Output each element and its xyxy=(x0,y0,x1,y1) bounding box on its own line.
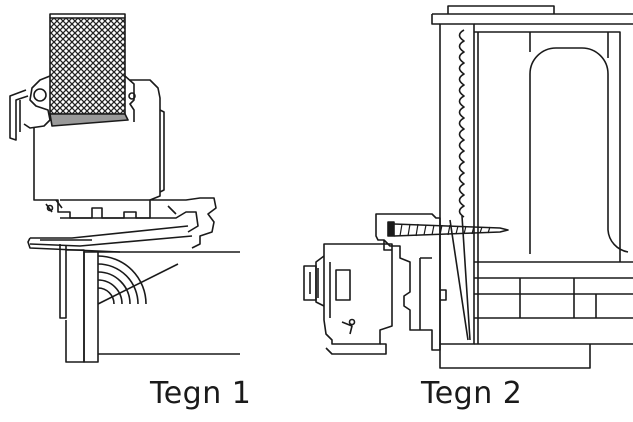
glass-edge xyxy=(49,13,126,18)
glazing-bead-left xyxy=(23,75,51,129)
sealant-strip xyxy=(49,113,129,127)
top-cap xyxy=(447,5,555,14)
glass-pane xyxy=(49,17,126,115)
sash-profile xyxy=(323,243,393,345)
sill-flashing xyxy=(27,225,193,253)
inner-frame xyxy=(474,31,633,344)
figure-2-drawing xyxy=(303,5,633,369)
wall-lines xyxy=(97,251,240,355)
scalloped-insulation xyxy=(458,29,465,218)
wall-column xyxy=(439,23,475,345)
clip-bracket xyxy=(9,89,29,141)
frame-post xyxy=(59,244,67,319)
screw xyxy=(387,221,509,237)
bead-clip xyxy=(33,88,47,102)
glazing-bead-right xyxy=(124,75,135,122)
bottom-base xyxy=(439,344,591,369)
arc-detail xyxy=(97,255,147,305)
rounded-opening xyxy=(529,47,629,254)
figure-1-drawing xyxy=(9,13,240,363)
lower-frame-profile xyxy=(60,197,217,249)
figure-2-caption: Tegn 2 xyxy=(421,376,523,411)
figure-1-caption: Tegn 1 xyxy=(150,376,252,411)
window-frame-profile xyxy=(375,213,441,351)
lower-blocks xyxy=(474,277,633,345)
